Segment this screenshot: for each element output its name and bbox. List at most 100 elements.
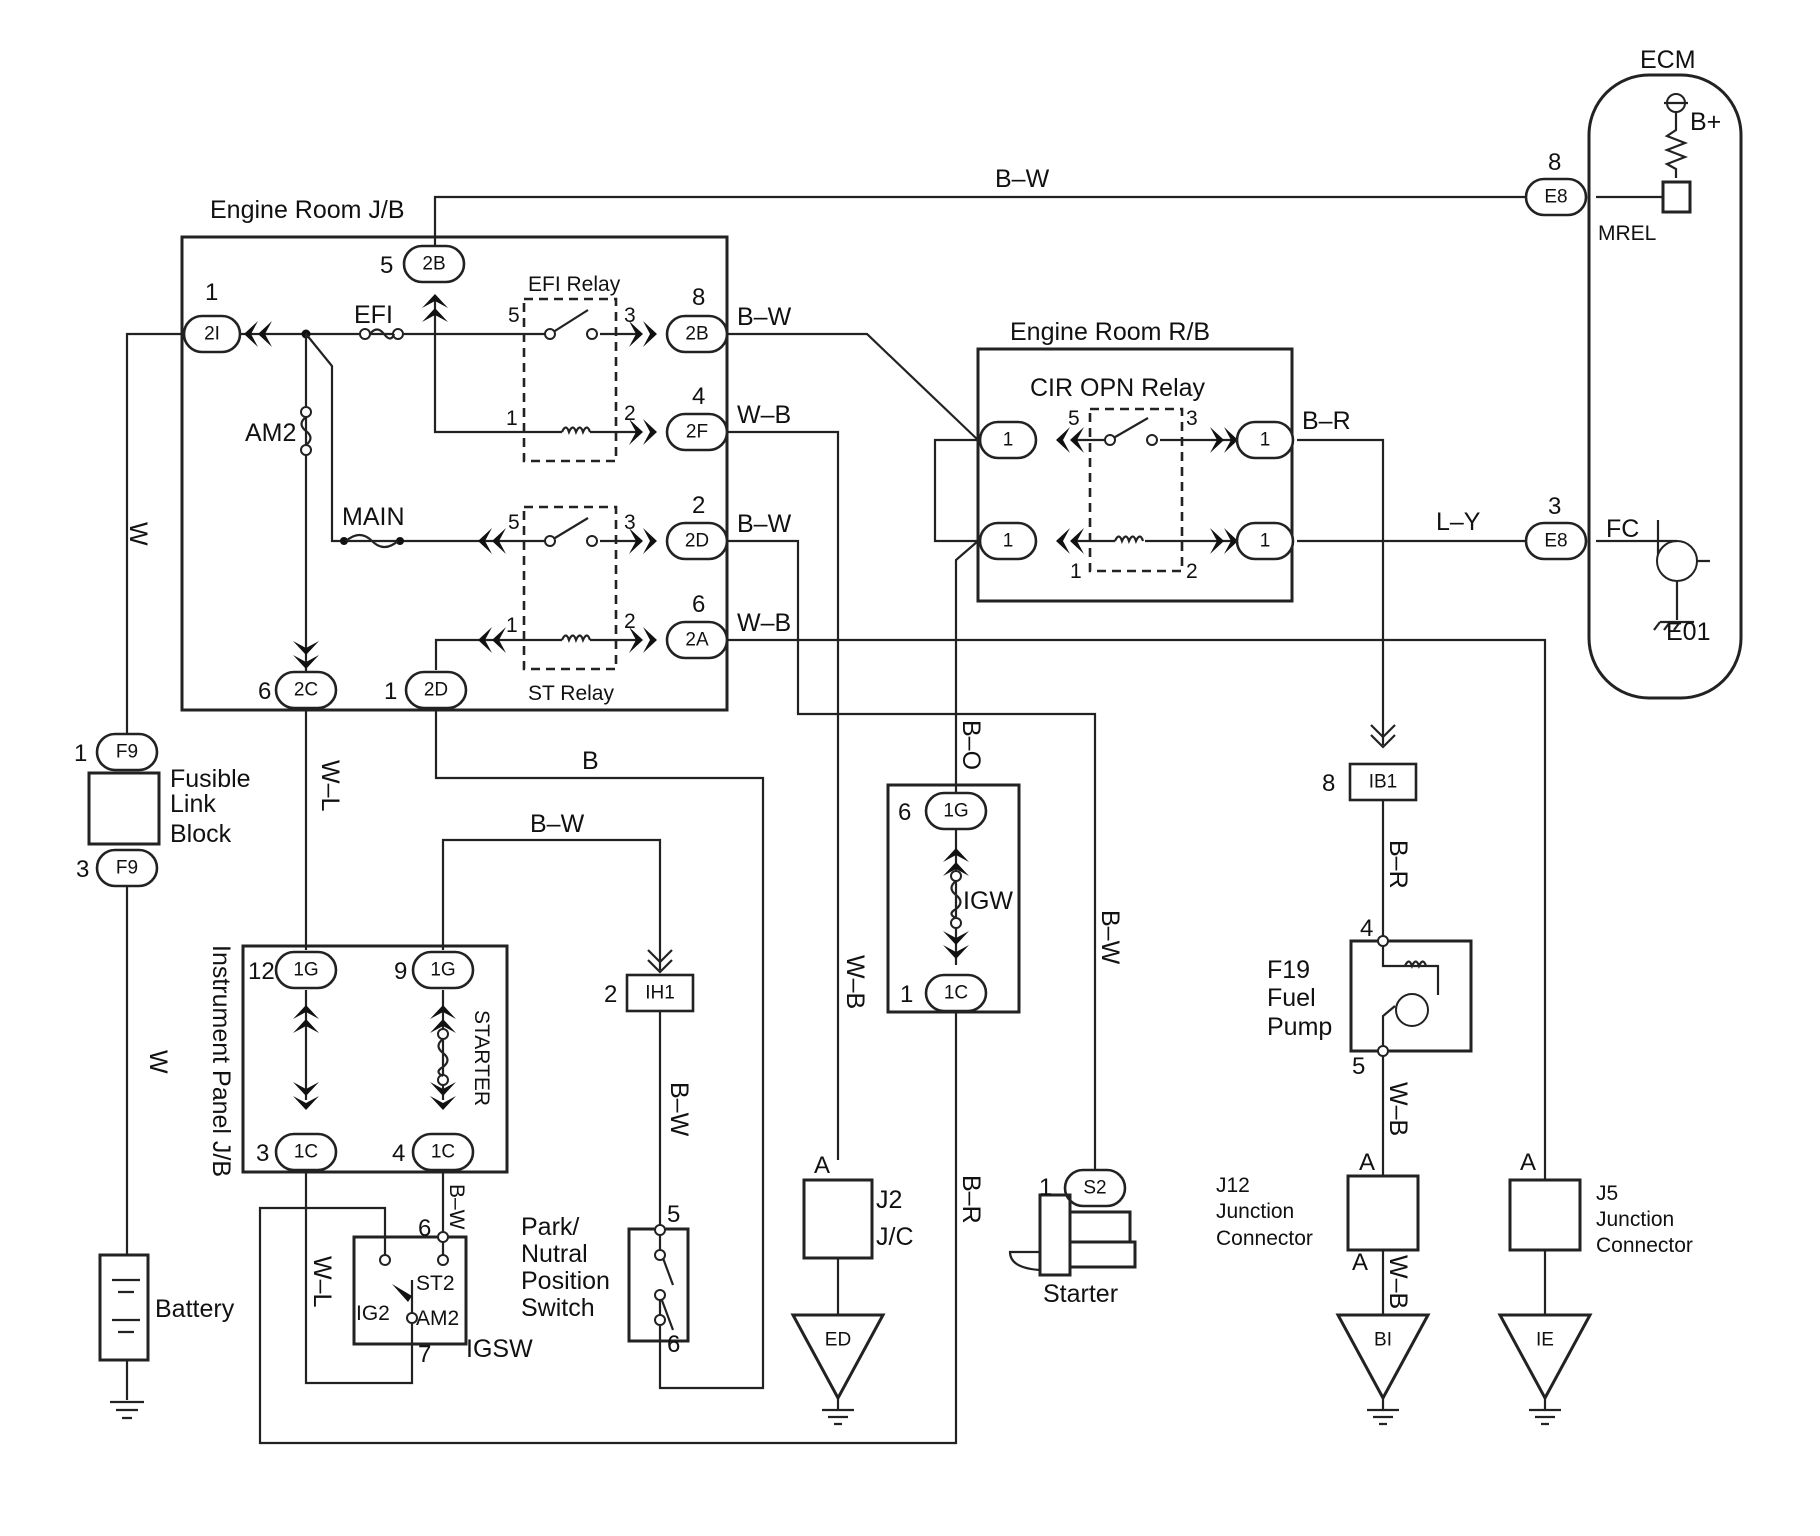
fc-label: FC <box>1606 515 1639 543</box>
svg-text:F9: F9 <box>116 858 138 879</box>
fusible-link-box <box>87 771 161 846</box>
svg-text:6: 6 <box>418 1215 431 1242</box>
svg-text:2: 2 <box>624 402 636 425</box>
j12-label-1: J12 <box>1216 1174 1250 1197</box>
svg-text:2: 2 <box>692 492 705 519</box>
j2-label-1: J2 <box>876 1186 902 1214</box>
svg-text:1G: 1G <box>943 801 968 822</box>
wire-color-labels: B–W B–W W–B B–W W–B W W W–L B–W B B–W W–… <box>124 165 1481 1309</box>
svg-text:A: A <box>1520 1149 1536 1176</box>
connector-1G-a: 1G <box>274 950 338 990</box>
connector-F9-bottom: F9 <box>95 848 159 888</box>
svg-text:1C: 1C <box>431 1142 455 1163</box>
svg-text:ED: ED <box>825 1330 851 1351</box>
svg-text:2B: 2B <box>422 254 445 275</box>
svg-text:12: 12 <box>248 958 275 985</box>
svg-text:2B: 2B <box>685 324 708 345</box>
fusible-label-1: Fusible <box>170 765 251 793</box>
j5-label-1: J5 <box>1596 1182 1618 1205</box>
igsw-label: IGSW <box>466 1335 533 1363</box>
connector-rb-1a: 1 <box>978 420 1038 460</box>
connector-2B-top: 2B <box>402 244 466 284</box>
connector-rb-1b: 1 <box>978 521 1038 561</box>
svg-text:8: 8 <box>1548 149 1561 176</box>
am2-terminal-label: AM2 <box>416 1307 459 1330</box>
ground-ie: IE <box>1497 1178 1593 1426</box>
j12-label-3: Connector <box>1216 1227 1313 1250</box>
b-plus-label: B+ <box>1690 108 1721 136</box>
svg-text:IE: IE <box>1536 1330 1554 1351</box>
pump-label-3: Pump <box>1267 1013 1332 1041</box>
svg-text:S2: S2 <box>1083 1178 1106 1199</box>
igw-label: IGW <box>963 887 1013 915</box>
connector-2A: 2A <box>665 620 729 660</box>
svg-text:B–R: B–R <box>957 1175 985 1224</box>
svg-text:W: W <box>144 1050 172 1074</box>
mrel-label: MREL <box>1598 222 1656 245</box>
svg-text:2D: 2D <box>685 531 709 552</box>
j2-label-2: J/C <box>876 1223 914 1251</box>
svg-text:3: 3 <box>76 856 89 883</box>
engine-room-jb-label: Engine Room J/B <box>210 196 405 224</box>
svg-text:1: 1 <box>1039 1174 1052 1201</box>
cir-opn-relay-label: CIR OPN Relay <box>1030 374 1206 402</box>
e01-label: E01 <box>1666 618 1710 646</box>
starter-fuse-label: STARTER <box>470 1010 493 1106</box>
efi-relay-label: EFI Relay <box>528 273 621 296</box>
park-label-2: Nutral <box>521 1240 588 1268</box>
st-relay-label: ST Relay <box>528 682 614 705</box>
connector-E8-top: E8 <box>1524 177 1588 217</box>
starter-label: Starter <box>1043 1280 1118 1308</box>
svg-text:W–B: W–B <box>737 401 791 429</box>
igsw-internal <box>379 1231 449 1344</box>
connector-2F: 2F <box>665 412 729 452</box>
svg-text:5: 5 <box>380 252 393 279</box>
ecm-label: ECM <box>1640 46 1696 74</box>
igsw-box <box>352 1235 468 1346</box>
svg-text:1: 1 <box>1003 430 1014 451</box>
connector-E8-bottom: E8 <box>1524 521 1588 561</box>
svg-text:3: 3 <box>624 304 636 327</box>
svg-text:2: 2 <box>604 981 617 1008</box>
igw-fuse-symbol <box>950 870 962 929</box>
battery-label: Battery <box>155 1295 235 1323</box>
connector-1C-a: 1C <box>274 1132 338 1172</box>
park-label-3: Position <box>521 1267 610 1295</box>
svg-text:2: 2 <box>624 610 636 633</box>
main-fuse-label: MAIN <box>342 503 405 531</box>
starter-symbol <box>1008 1193 1137 1277</box>
svg-text:1: 1 <box>1003 531 1014 552</box>
labels: Engine Room J/B EFI Relay ST Relay EFI A… <box>155 46 1721 1363</box>
svg-text:B–R: B–R <box>1302 407 1351 435</box>
svg-text:A: A <box>814 1152 830 1179</box>
connector-IB1: IB1 <box>1348 762 1418 802</box>
connector-1C-b: 1C <box>411 1132 475 1172</box>
j5-label-3: Connector <box>1596 1234 1693 1257</box>
svg-text:2C: 2C <box>294 680 318 701</box>
park-label-4: Switch <box>521 1294 595 1322</box>
svg-text:2F: 2F <box>686 422 708 443</box>
fuel-pump-box <box>1349 935 1473 1057</box>
svg-text:5: 5 <box>667 1201 680 1228</box>
svg-text:A: A <box>1359 1149 1375 1176</box>
svg-text:7: 7 <box>418 1341 431 1368</box>
svg-text:W–B: W–B <box>737 609 791 637</box>
pin-numbers: 1 5 8 4 2 6 6 1 5 3 1 2 5 3 1 2 5 3 1 2 … <box>74 149 1561 1368</box>
svg-text:4: 4 <box>392 1140 405 1167</box>
svg-text:1C: 1C <box>294 1142 318 1163</box>
svg-text:W–B: W–B <box>1384 1255 1412 1309</box>
svg-text:5: 5 <box>1068 407 1080 430</box>
svg-text:1: 1 <box>1260 531 1271 552</box>
wires <box>125 195 1676 1445</box>
svg-text:IH1: IH1 <box>645 983 675 1004</box>
svg-text:B: B <box>582 747 599 775</box>
svg-text:A: A <box>1352 1249 1368 1276</box>
park-label-1: Park/ <box>521 1213 579 1241</box>
svg-text:6: 6 <box>258 678 271 705</box>
svg-text:W–B: W–B <box>841 955 869 1009</box>
svg-text:5: 5 <box>508 511 520 534</box>
svg-text:6: 6 <box>692 591 705 618</box>
efi-fuse-symbol <box>359 328 404 340</box>
svg-text:1: 1 <box>1260 430 1271 451</box>
ecm-internal <box>1653 93 1710 631</box>
